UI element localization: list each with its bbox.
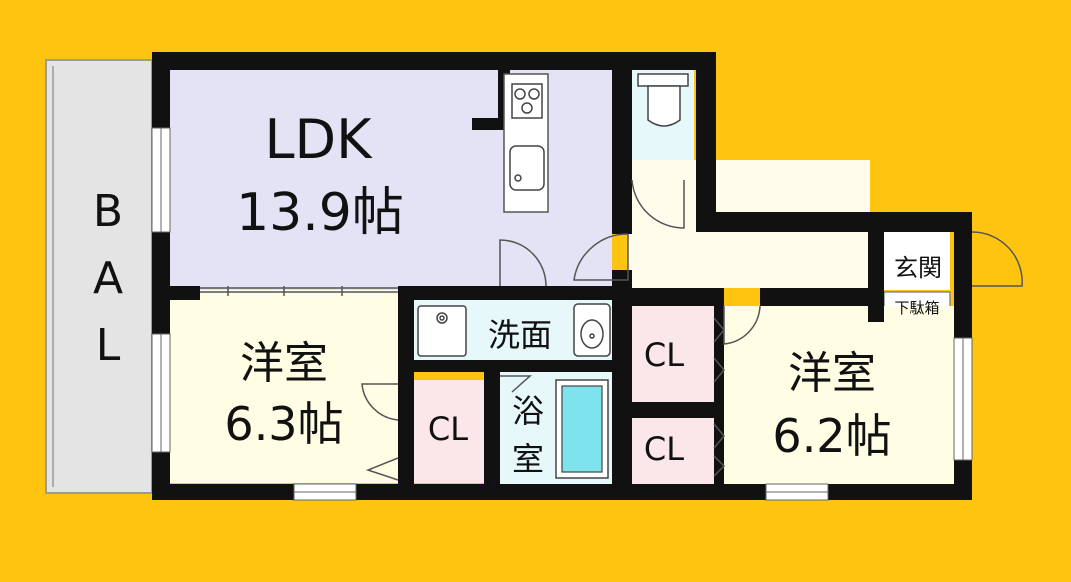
bathroom-label-1: 浴: [512, 392, 544, 430]
sliding-partition: [200, 286, 398, 296]
western-room-2-size: 6.2帖: [772, 409, 891, 463]
toilet-icon: [637, 73, 689, 127]
bathtub-icon: [555, 379, 609, 479]
ldk-name: LDK: [264, 108, 373, 171]
closet-2-floor: [630, 306, 714, 402]
balcony-letter-l: L: [96, 320, 121, 371]
wash-basin-icon: [573, 303, 611, 357]
washroom-label: 洗面: [488, 316, 552, 354]
shoe-box-label: 下駄箱: [894, 299, 939, 317]
door-swing-icon: [361, 179, 1023, 421]
western-room-1-floor: [170, 290, 398, 483]
closet-1-floor: [414, 380, 484, 483]
kitchen-sink-icon: [509, 145, 545, 191]
balcony-letter-a: A: [93, 253, 123, 304]
western-room-1-name: 洋室: [240, 338, 328, 389]
closet-1-label: CL: [428, 410, 468, 448]
balcony: [45, 59, 153, 494]
closet-3-label: CL: [644, 430, 684, 468]
closet-doors: [365, 317, 726, 481]
closet-3-floor: [630, 418, 714, 484]
bathroom-label-2: 室: [512, 440, 544, 478]
closet-2-label: CL: [644, 336, 684, 374]
balcony-letter-b: B: [93, 186, 123, 237]
entrance-label: 玄関: [894, 254, 942, 282]
western-room-2-floor: [714, 306, 954, 484]
balcony-label: B A L: [93, 186, 123, 371]
ldk-size: 13.9帖: [236, 183, 404, 243]
western-room-2-name: 洋室: [788, 348, 876, 399]
kitchen-stove-icon: [511, 83, 543, 119]
western-room-1-size: 6.3帖: [224, 397, 343, 451]
washing-machine-icon: [417, 305, 467, 357]
windows: [151, 127, 973, 501]
